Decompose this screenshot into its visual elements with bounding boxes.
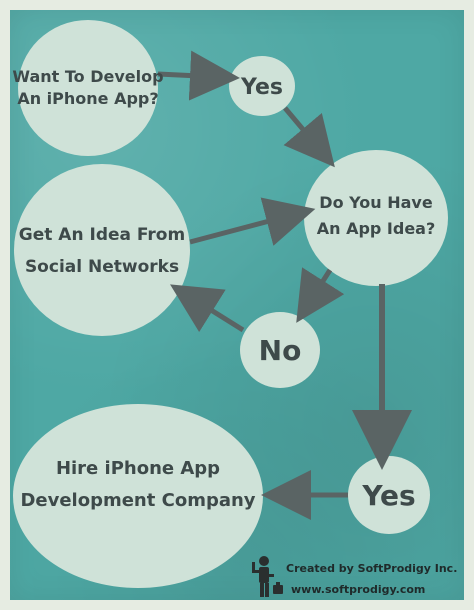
node-get-idea-line-2: Social Networks [25,257,179,277]
node-want-develop-line-1: Want To Develop [12,67,163,86]
node-no-circle [240,312,320,388]
node-yes-bottom-circle [348,456,430,534]
node-have-idea-line-1: Do You Have [319,193,433,212]
node-hire-company-line-1: Hire iPhone App [56,458,220,479]
businessman-icon [252,556,283,597]
arrow-have-idea-to-no [296,267,345,323]
node-get-idea-circle [14,164,190,336]
arrow-social-to-have-idea [189,197,316,246]
node-want-develop-circle [18,20,158,156]
node-have-idea-circle [304,150,448,286]
node-get-idea-line-1: Get An Idea From [19,225,185,245]
node-have-idea-line-2: An App Idea? [317,219,436,238]
footer-created-by: Created by SoftProdigy Inc. [286,562,457,575]
arrow-no-to-social [170,284,245,333]
node-yes-top-circle [229,56,295,116]
node-hire-company-line-2: Development Company [20,490,255,511]
arrow-yes-to-have-idea [283,106,335,168]
node-yes-bottom-label: Yes [361,479,415,512]
footer-website: www.softprodigy.com [291,583,425,596]
node-yes-top-label: Yes [240,75,283,100]
node-no-label: No [259,334,302,367]
node-hire-company-circle [13,404,263,588]
arrow-want-to-yes [157,50,240,101]
node-want-develop-line-2: An iPhone App? [17,89,158,108]
